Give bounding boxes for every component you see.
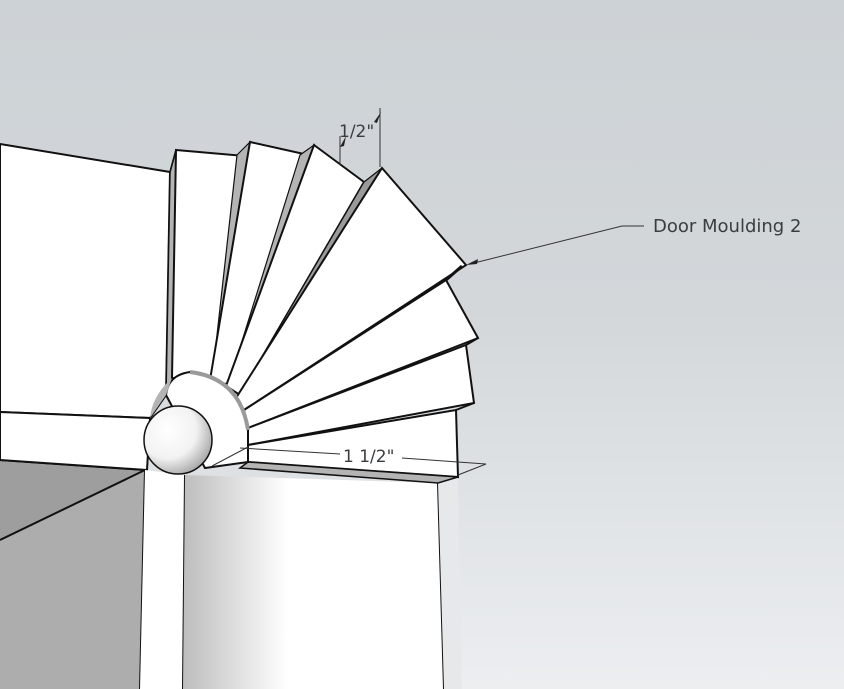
- head-casing[interactable]: [0, 142, 177, 420]
- moulding-fan[interactable]: [170, 140, 480, 484]
- leader-label-text: Door Moulding 2: [653, 216, 801, 237]
- door-opening: [0, 459, 146, 689]
- leader-label[interactable]: Door Moulding 2: [466, 216, 801, 265]
- dimension-bottom[interactable]: 1 1/2": [211, 446, 487, 476]
- dimension-top-text: 1/2": [339, 122, 374, 142]
- corner-rosette[interactable]: [143, 370, 250, 475]
- dimension-top[interactable]: 1/2": [339, 108, 381, 167]
- side-casing[interactable]: [183, 475, 462, 689]
- dimension-bottom-text: 1 1/2": [343, 447, 394, 467]
